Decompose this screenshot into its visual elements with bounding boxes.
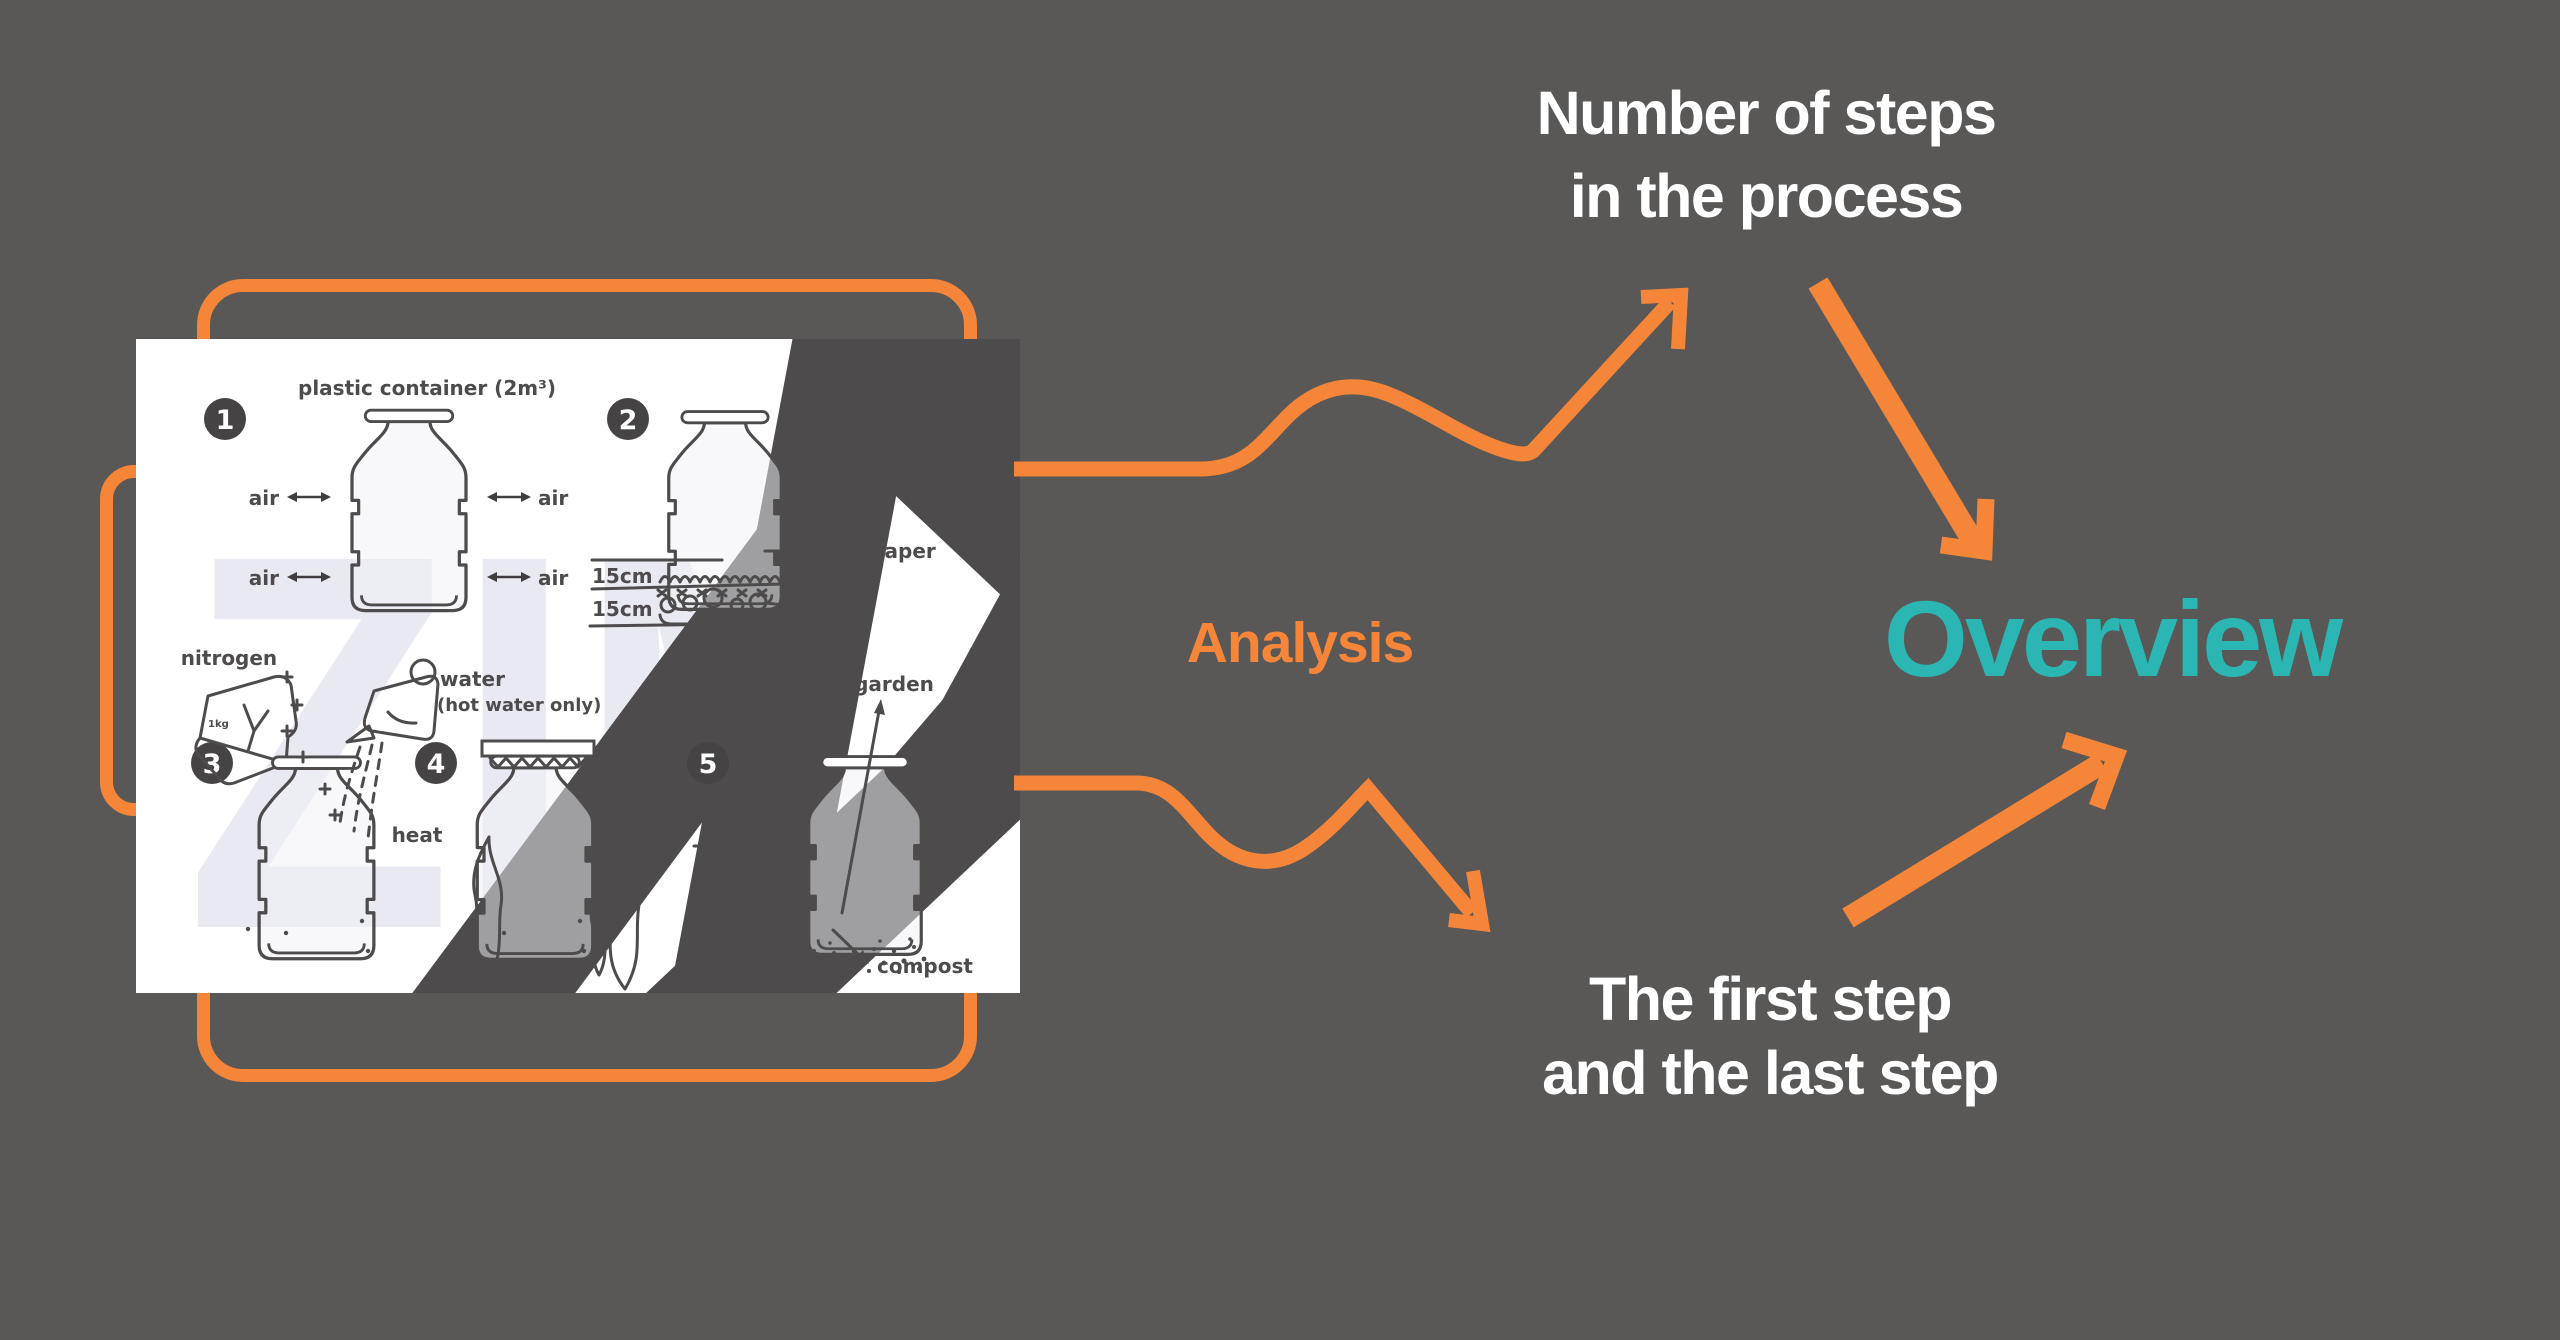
label-plastic-container: plastic container (2m³) — [298, 376, 556, 400]
label-air-right-bottom: air — [538, 566, 568, 590]
composting-diagram: ZIM 1 plastic container (2m³) air air ai… — [181, 339, 1020, 993]
label-garden: garden — [854, 672, 934, 696]
water-kettle — [345, 658, 440, 744]
connector-analysis-bottom — [1014, 775, 1478, 918]
label-food: food — [812, 596, 863, 620]
process-diagram-card: ZIM 1 plastic container (2m³) air air ai… — [136, 339, 1020, 993]
step-1-group: 1 plastic container (2m³) air air air ai… — [204, 339, 1020, 993]
step-4-group: 4 heat — [392, 739, 642, 991]
label-heat: heat — [392, 823, 443, 847]
connector-analysis-top — [1014, 296, 1676, 477]
outcome-bottom-line2: and the last step — [1542, 1039, 1999, 1107]
label-waste: waste — [812, 424, 879, 448]
label-grass: grass — [812, 568, 873, 592]
compost-specks — [801, 937, 927, 975]
arrow-bottom-to-overview — [1842, 753, 2108, 928]
outcome-first-last-step: The first step and the last step — [1470, 962, 2070, 1110]
container-1 — [350, 408, 468, 613]
label-air-left-top: air — [249, 486, 279, 510]
label-air-left-bottom: air — [249, 566, 279, 590]
step-2-group: 2 waste 15cm 15cm — [588, 339, 1020, 993]
outcome-number-of-steps: Number of steps in the process — [1466, 72, 2066, 238]
outcome-top-line1: Number of steps — [1536, 79, 1997, 147]
arrowhead-top-to-overview — [1939, 498, 1995, 561]
arrow-top-to-overview — [1808, 277, 1984, 549]
label-water-note: (hot water only) — [437, 695, 601, 716]
outcome-bottom-line1: The first step — [1588, 965, 1953, 1033]
step-2-number: 2 — [619, 405, 638, 436]
label-6-months: 6 months — [681, 815, 786, 839]
label-15cm-bottom: 15cm — [592, 597, 653, 621]
arrowhead-bottom — [1448, 869, 1491, 933]
outcome-top-line2: in the process — [1569, 162, 1964, 230]
label-newspaper: newspaper — [812, 539, 936, 563]
arrowhead-top — [1640, 287, 1689, 350]
label-15cm-top: 15cm — [592, 564, 653, 588]
overview-label: Overview — [1883, 578, 2343, 699]
flame-right — [605, 827, 642, 991]
step-3-number: 3 — [203, 749, 222, 780]
step-5-number: 5 — [699, 749, 718, 780]
flame-right-small — [589, 889, 608, 977]
flame-left — [472, 835, 504, 983]
container-2 — [667, 409, 783, 612]
step-4-number: 4 — [427, 749, 446, 780]
label-nitrogen: nitrogen — [181, 646, 277, 670]
step-1-number: 1 — [216, 405, 235, 436]
label-bag-weight: 1kg — [208, 719, 229, 730]
label-water: water — [440, 667, 505, 691]
analysis-label: Analysis — [1186, 611, 1414, 675]
step-5-group: 5 6 months garden compost — [681, 672, 973, 978]
step-3-group: 3 nitrogen 1kg water (hot water onl — [181, 646, 601, 961]
arrowhead-bottom-to-overview — [2061, 731, 2128, 810]
label-air-right-top: air — [538, 486, 568, 510]
